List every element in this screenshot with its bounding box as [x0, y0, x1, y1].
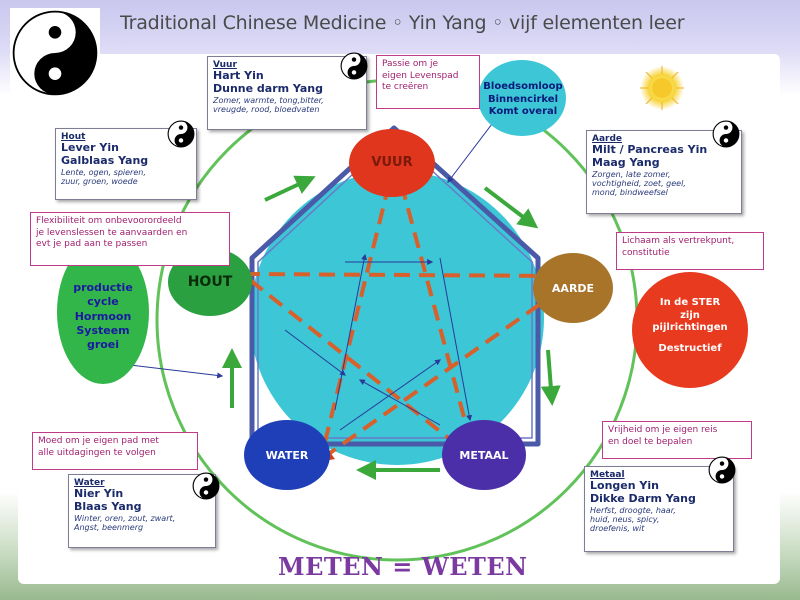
vuur-circle [349, 129, 435, 197]
bloed-ellipse [478, 60, 566, 136]
aarde-label: AARDE [551, 282, 595, 295]
center-circle [250, 171, 544, 465]
yin-yang-icon [192, 472, 220, 500]
yin-yang-logo [10, 8, 100, 98]
water-info-box: Water Nier Yin Blaas Yang Winter, oren, … [68, 474, 216, 548]
vuur-label: VUUR [371, 155, 413, 170]
aarde-note: Lichaam als vertrekpunt,constitutie [616, 232, 764, 270]
water-circle [244, 420, 330, 490]
yin-yang-icon [708, 456, 736, 484]
yin-yang-icon [712, 120, 740, 148]
aarde-info-box: Aarde Milt / Pancreas Yin Maag Yang Zorg… [586, 130, 742, 214]
sun-icon [640, 66, 684, 110]
metaal-info-box: Metaal Longen Yin Dikke Darm Yang Herfst… [584, 466, 734, 552]
productie-ellipse [57, 240, 149, 384]
yin-yang-icon [340, 52, 368, 80]
metaal-label: METAAL [459, 449, 509, 462]
vuur-info-box: Vuur Hart Yin Dunne darm Yang Zomer, war… [207, 56, 367, 130]
destructive-star [243, 159, 566, 466]
metaal-circle [442, 420, 526, 490]
page-title: Traditional Chinese Medicine ◦ Yin Yang … [120, 12, 685, 34]
yin-yang-icon [167, 120, 195, 148]
footer-meten-weten: METEN = WETEN [278, 552, 528, 581]
hout-label: HOUT [187, 274, 233, 290]
aarde-circle [533, 253, 613, 323]
hout-info-box: Hout Lever Yin Galblaas Yang Lente, ogen… [55, 128, 197, 200]
water-label: WATER [265, 449, 309, 462]
ster-ellipse [632, 272, 748, 388]
